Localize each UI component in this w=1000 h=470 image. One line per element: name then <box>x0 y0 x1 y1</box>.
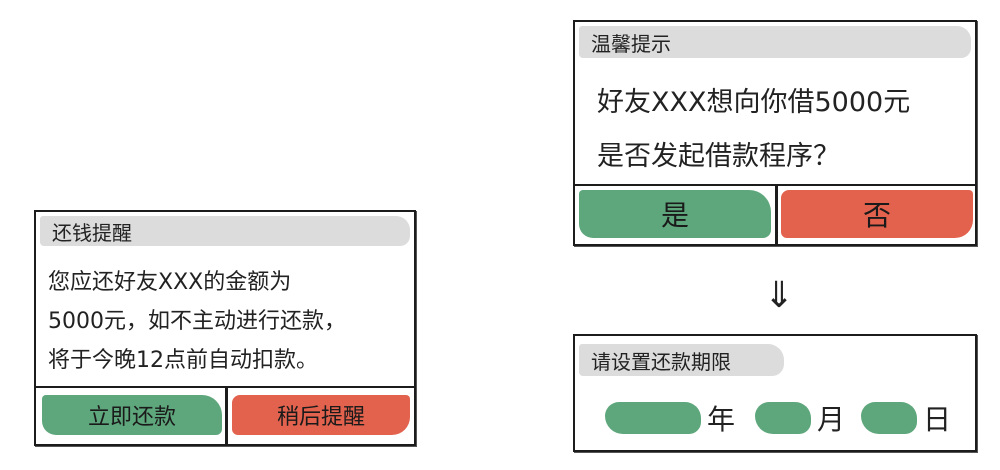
loan-prompt-card: 温馨提示 好友XXX想向你借5000元 是否发起借款程序？ 是 否 <box>573 20 977 246</box>
prompt-line-1: 好友XXX想向你借5000元 <box>597 87 911 118</box>
loan-prompt-actions: 是 否 <box>575 184 975 244</box>
repay-now-button[interactable]: 立即还款 <box>42 395 222 435</box>
year-label: 年 <box>707 403 736 436</box>
repay-reminder-title: 还钱提醒 <box>52 220 132 245</box>
deadline-title: 请设置还款期限 <box>591 349 731 374</box>
down-arrow-icon: ⇓ <box>764 275 795 316</box>
repay-reminder-actions: 立即还款 稍后提醒 <box>36 386 414 444</box>
loan-prompt-header: 温馨提示 <box>579 26 971 58</box>
repay-reminder-message: 您应还好友XXX的金额为 5000元，如不主动进行还款， 将于今晚12点前自动扣… <box>36 252 414 392</box>
message-line-2: 5000元，如不主动进行还款， <box>48 309 346 334</box>
remind-later-label: 稍后提醒 <box>276 405 365 430</box>
message-line-1: 您应还好友XXX的金额为 <box>48 270 292 295</box>
yes-label: 是 <box>660 199 689 232</box>
repay-reminder-header: 还钱提醒 <box>40 216 410 246</box>
prompt-line-2: 是否发起借款程序？ <box>597 141 840 172</box>
button-divider <box>775 186 778 244</box>
remind-later-button[interactable]: 稍后提醒 <box>232 395 410 435</box>
day-input[interactable] <box>861 402 917 434</box>
month-label: 月 <box>817 403 846 436</box>
day-label: 日 <box>923 403 952 436</box>
loan-prompt-title: 温馨提示 <box>591 31 671 56</box>
yes-button[interactable]: 是 <box>579 190 771 238</box>
month-input[interactable] <box>755 402 811 434</box>
message-line-3: 将于今晚12点前自动扣款。 <box>48 348 318 373</box>
no-button[interactable]: 否 <box>781 190 973 238</box>
no-label: 否 <box>862 199 891 232</box>
repay-now-label: 立即还款 <box>87 405 176 430</box>
loan-prompt-message: 好友XXX想向你借5000元 是否发起借款程序？ <box>575 66 975 184</box>
deadline-card: 请设置还款期限 年 月 日 <box>573 334 977 452</box>
year-input[interactable] <box>605 402 701 434</box>
deadline-header: 请设置还款期限 <box>579 344 784 376</box>
button-divider <box>225 388 228 444</box>
repay-reminder-card: 还钱提醒 您应还好友XXX的金额为 5000元，如不主动进行还款， 将于今晚12… <box>34 210 416 446</box>
